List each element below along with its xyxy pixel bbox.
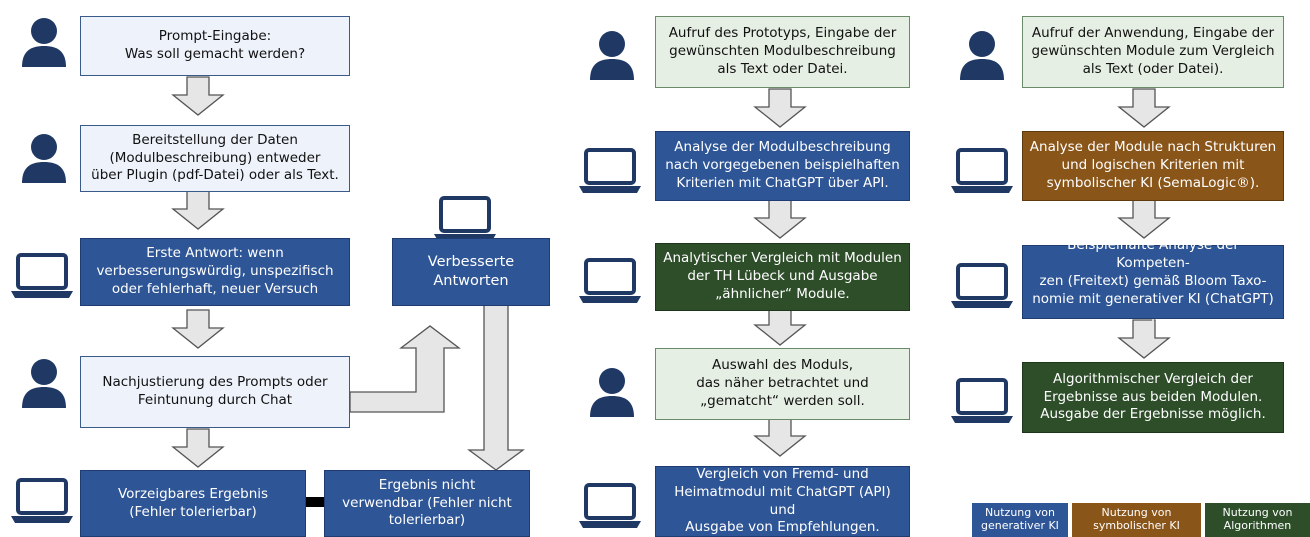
step-select-module: Auswahl des Moduls, das näher betrachtet… <box>655 348 910 420</box>
laptop-icon <box>951 148 1013 193</box>
arrow-down <box>172 428 224 468</box>
user-icon <box>22 134 66 183</box>
step-compare-foreign: Vergleich von Fremd- und Heimatmodul mit… <box>655 466 910 537</box>
step-first-answer: Erste Antwort: wenn verbesserungswürdig,… <box>80 238 350 306</box>
arrow-down <box>1118 88 1170 128</box>
legend-generative-ai: Nutzung von generativer KI <box>972 503 1068 537</box>
step-presentable-result: Vorzeigbares Ergebnis (Fehler tolerierba… <box>80 470 306 537</box>
step-compare-th: Analytischer Vergleich mit Modulen der T… <box>655 243 910 311</box>
step-call-prototype: Aufruf des Prototyps, Eingabe der gewüns… <box>655 16 910 88</box>
laptop-icon <box>579 148 641 193</box>
step-analysis-module: Analyse der Modulbeschreibung nach vorge… <box>655 131 910 201</box>
step-call-application: Aufruf der Anwendung, Eingabe der gewüns… <box>1022 16 1284 88</box>
arrow-down <box>754 199 806 239</box>
user-icon <box>22 18 66 67</box>
arrow-down <box>754 88 806 128</box>
connector-bar <box>306 497 324 507</box>
arrow-elbow-up <box>349 325 461 413</box>
step-data-provision: Bereitstellung der Daten (Modulbeschreib… <box>80 125 350 192</box>
arrow-down <box>754 306 806 346</box>
step-prompt-input: Prompt-Eingabe: Was soll gemacht werden? <box>80 16 350 76</box>
step-bloom-analysis: Beispielhafte Analyse der Kompeten- zen … <box>1022 237 1284 325</box>
arrow-down <box>754 417 806 457</box>
arrow-down <box>1118 199 1170 239</box>
step-improved-answers: Verbesserte Antworten <box>392 238 550 306</box>
arrow-long-down <box>467 304 525 471</box>
laptop-icon <box>951 263 1013 308</box>
legend-symbolic-ai: Nutzung von symbolischer KI <box>1072 503 1201 537</box>
step-result-not-usable: Ergebnis nicht verwendbar (Fehler nicht … <box>324 470 530 537</box>
legend-algorithms: Nutzung von Algorithmen <box>1205 503 1310 537</box>
user-icon <box>22 359 66 408</box>
user-icon <box>590 368 634 417</box>
arrow-down <box>172 309 224 349</box>
laptop-icon <box>11 253 73 298</box>
laptop-icon <box>951 378 1013 423</box>
arrow-down <box>172 190 224 230</box>
step-analysis-structures: Analyse der Module nach Strukturen und l… <box>1022 131 1284 201</box>
laptop-icon <box>579 483 641 528</box>
laptop-icon <box>434 196 496 241</box>
laptop-icon <box>579 258 641 303</box>
user-icon <box>590 31 634 80</box>
laptop-icon <box>11 478 73 523</box>
step-readjust: Nachjustierung des Prompts oder Feintunu… <box>80 356 350 428</box>
step-algorithmic-compare: Algorithmischer Vergleich der Ergebnisse… <box>1022 362 1284 433</box>
user-icon <box>960 31 1004 80</box>
arrow-down <box>172 76 224 116</box>
